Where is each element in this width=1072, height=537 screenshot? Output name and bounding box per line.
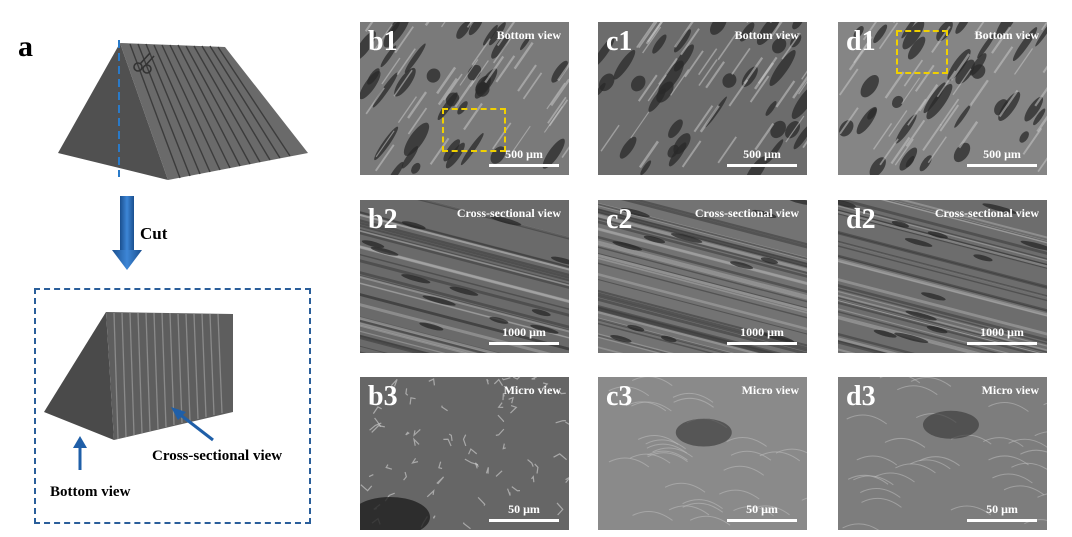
cross-sectional-view-label: Cross-sectional view <box>152 448 283 464</box>
view-type-label: Micro view <box>981 383 1039 397</box>
scale-bar-label: 50 μm <box>746 502 778 516</box>
cut-arrow-icon <box>112 196 142 270</box>
sem-texture <box>838 200 1047 353</box>
scale-bar-label: 500 μm <box>505 147 543 161</box>
region-of-interest-box <box>896 30 948 74</box>
scale-bar-line <box>727 164 797 167</box>
panel-label: c3 <box>606 381 633 412</box>
scale-bar-label: 50 μm <box>986 502 1018 516</box>
scale-bar: 500 μm <box>489 147 559 167</box>
view-type-label: Cross-sectional view <box>456 206 561 220</box>
scale-bar-line <box>967 342 1037 345</box>
panel-label: d3 <box>846 381 876 412</box>
scale-bar-label: 1000 μm <box>740 325 784 339</box>
sem-texture <box>360 200 569 353</box>
cut-prism-schematic <box>44 312 233 470</box>
sem-panel-b1: b1 Bottom view 500 μm <box>360 22 569 175</box>
scale-bar: 1000 μm <box>967 325 1037 345</box>
sem-panel-c2: c2 Cross-sectional view 1000 μm <box>598 200 807 353</box>
scale-bar-line <box>489 519 559 522</box>
bottom-view-label: Bottom view <box>50 484 131 500</box>
sem-panel-b2: b2 Cross-sectional view 1000 μm <box>360 200 569 353</box>
scale-bar: 1000 μm <box>489 325 559 345</box>
scale-bar: 50 μm <box>489 502 559 522</box>
scale-bar-label: 1000 μm <box>980 325 1024 339</box>
panel-label: b2 <box>368 204 398 235</box>
panel-label: d2 <box>846 204 876 235</box>
sem-texture <box>838 22 1047 175</box>
scale-bar-label: 50 μm <box>508 502 540 516</box>
scale-bar-label: 500 μm <box>983 147 1021 161</box>
sem-texture <box>608 377 807 526</box>
scale-bar: 500 μm <box>967 147 1037 167</box>
panel-label-a: a <box>18 30 33 63</box>
sem-texture <box>842 377 1047 530</box>
scale-bar-label: 500 μm <box>743 147 781 161</box>
scale-bar-line <box>967 519 1037 522</box>
scale-bar-line <box>489 342 559 345</box>
scale-bar: 500 μm <box>727 147 797 167</box>
sem-panel-d2: d2 Cross-sectional view 1000 μm <box>838 200 1047 353</box>
scale-bar-label: 1000 μm <box>502 325 546 339</box>
view-type-label: Cross-sectional view <box>934 206 1039 220</box>
cut-label: Cut <box>140 224 168 243</box>
view-type-label: Cross-sectional view <box>694 206 799 220</box>
scale-bar-line <box>967 164 1037 167</box>
sem-panel-b3: b3 Micro view 50 μm <box>360 377 569 530</box>
view-type-label: Bottom view <box>734 28 799 42</box>
region-of-interest-box <box>442 108 506 152</box>
scissors-icon <box>133 52 155 74</box>
panel-label: d1 <box>846 26 876 57</box>
sem-texture <box>360 377 569 530</box>
scale-bar-line <box>727 519 797 522</box>
cut-result-box <box>34 288 311 524</box>
sem-texture <box>598 22 807 175</box>
scale-bar-line <box>489 164 559 167</box>
view-type-label: Micro view <box>503 383 561 397</box>
panel-label: c1 <box>606 26 633 57</box>
panel-label: b1 <box>368 26 398 57</box>
view-type-label: Micro view <box>741 383 799 397</box>
view-type-label: Bottom view <box>974 28 1039 42</box>
view-type-label: Bottom view <box>496 28 561 42</box>
scale-bar: 50 μm <box>967 502 1037 522</box>
panel-label: c2 <box>606 204 633 235</box>
panel-label: b3 <box>368 381 398 412</box>
sem-texture <box>598 200 807 353</box>
prism-schematic <box>58 40 308 180</box>
sem-panel-d1: d1 Bottom view 500 μm <box>838 22 1047 175</box>
scale-bar: 1000 μm <box>727 325 797 345</box>
sem-panel-c1: c1 Bottom view 500 μm <box>598 22 807 175</box>
sem-panel-c3: c3 Micro view 50 μm <box>598 377 807 530</box>
sem-panel-d3: d3 Micro view 50 μm <box>838 377 1047 530</box>
scale-bar: 50 μm <box>727 502 797 522</box>
scale-bar-line <box>727 342 797 345</box>
